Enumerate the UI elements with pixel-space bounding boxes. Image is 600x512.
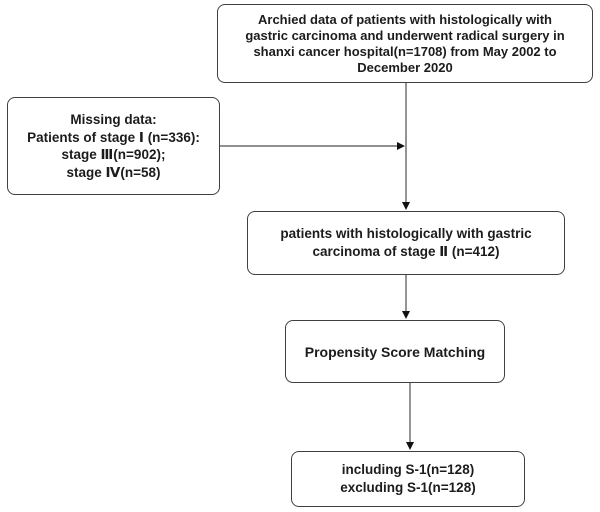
box-text-line: gastric carcinoma and underwent radical … [245, 27, 565, 43]
box-final-groups: including S-1(n=128) excluding S-1(n=128… [291, 451, 525, 507]
box-text-line: including S-1(n=128) [341, 462, 475, 477]
box-propensity-score-matching: Propensity Score Matching [285, 320, 505, 383]
box-archived-data: Archied data of patients with histologic… [217, 4, 593, 83]
box-text-line: carcinoma of stage Ⅱ (n=412) [312, 244, 500, 259]
box-text-line: Patients of stage Ⅰ (n=336): [27, 129, 200, 145]
box-text-line: stage Ⅳ(n=58) [66, 164, 161, 180]
box-text-line: patients with histologically with gastri… [280, 226, 532, 241]
arrowhead-right-icon [397, 142, 405, 150]
box-text-line: Propensity Score Matching [304, 343, 486, 360]
box-text-line: excluding S-1(n=128) [340, 480, 476, 495]
box-missing-data: Missing data: Patients of stage Ⅰ (n=336… [7, 97, 220, 195]
box-text-line: December 2020 [357, 59, 453, 75]
box-text-line: Missing data: [70, 112, 157, 127]
box-text-line: Archied data of patients with histologic… [258, 11, 552, 27]
box-stage2-patients: patients with histologically with gastri… [247, 211, 565, 275]
box-text-line: stage Ⅲ(n=902); [61, 147, 166, 162]
box-text-line: shanxi cancer hospital(n=1708) from May … [253, 43, 557, 59]
arrowhead-down-icon [402, 202, 410, 210]
arrowhead-down-icon [406, 442, 414, 450]
arrowhead-down-icon [402, 311, 410, 319]
